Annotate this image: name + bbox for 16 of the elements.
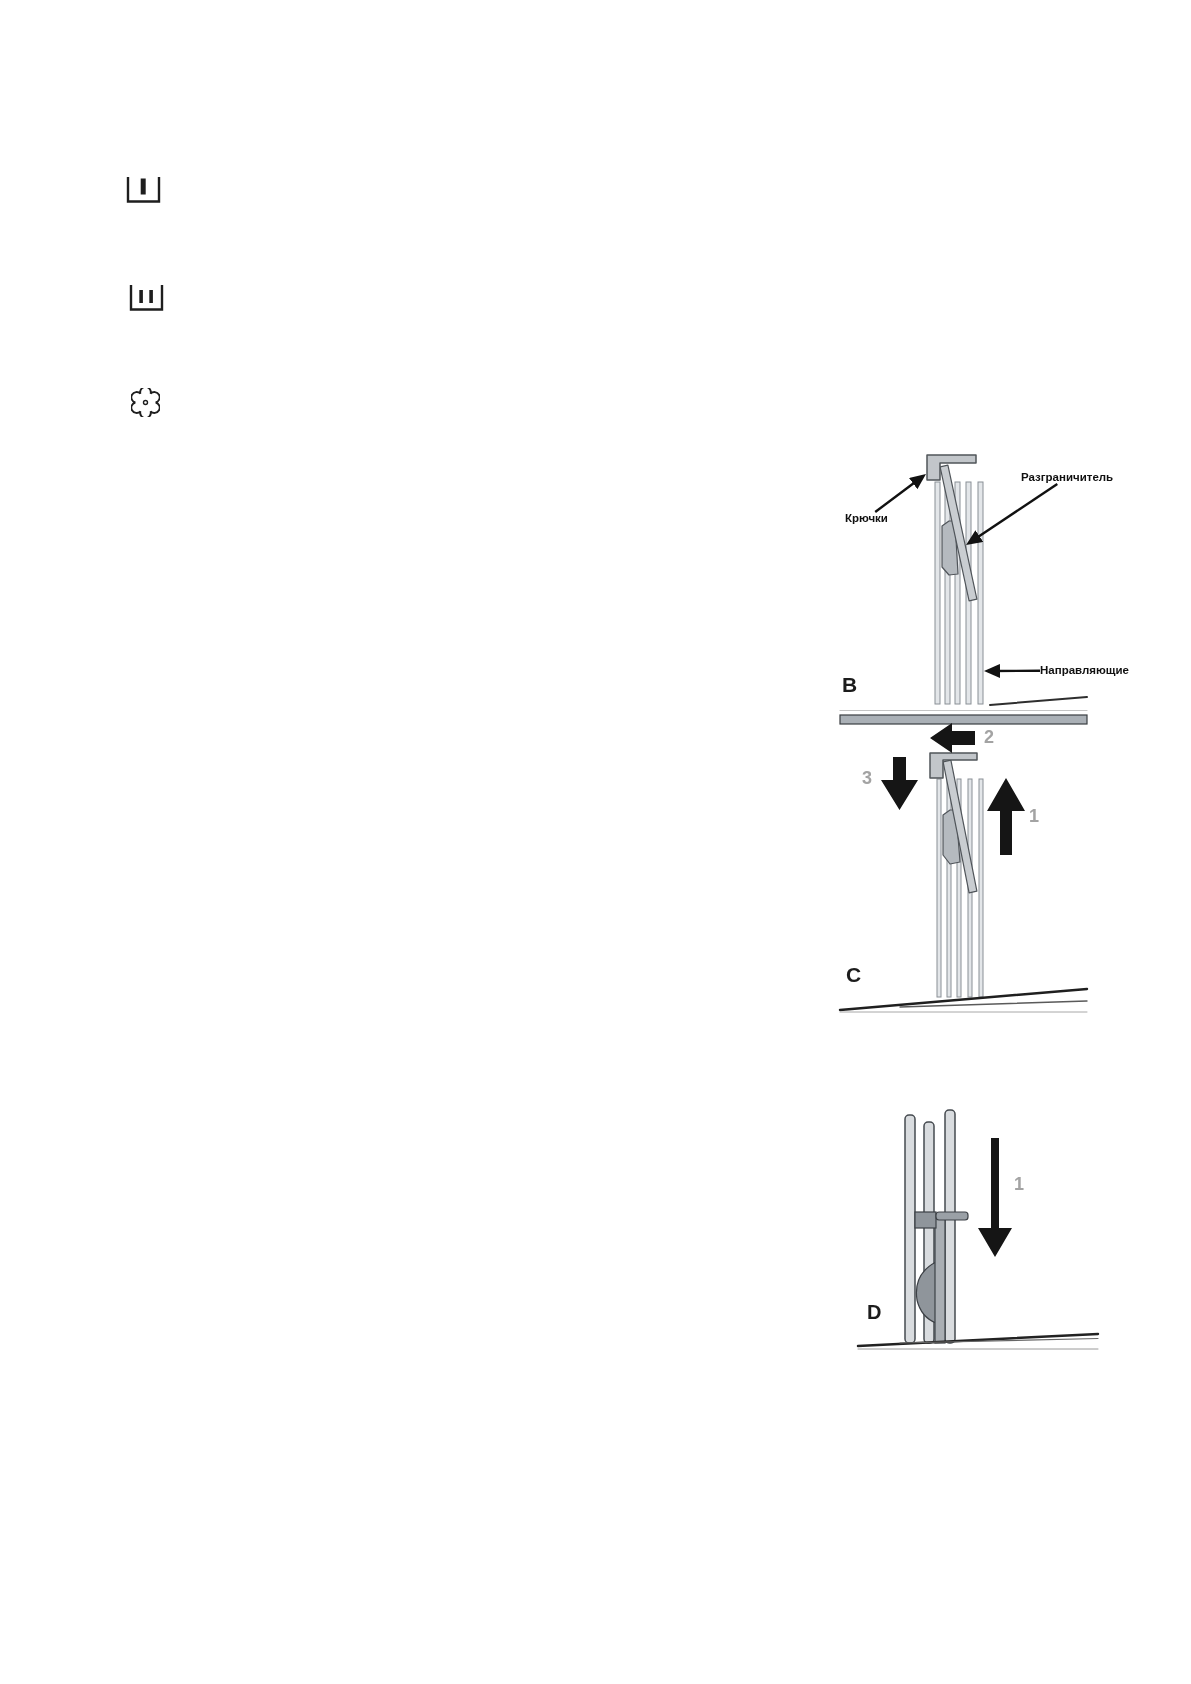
part-label: Разграничитель xyxy=(1021,471,1114,484)
hook-part xyxy=(926,454,977,481)
guide-rods xyxy=(934,481,984,705)
panel-letter: C xyxy=(846,964,862,985)
panel-letter: D xyxy=(867,1302,882,1322)
leader-line xyxy=(984,663,1040,678)
leader-line xyxy=(874,474,926,513)
step-number: 1 xyxy=(1014,1175,1024,1193)
leader-line xyxy=(966,483,1058,546)
part-label: Крючки xyxy=(845,512,888,525)
step-number: 1 xyxy=(1029,807,1039,825)
panel-letter: B xyxy=(842,674,858,695)
step-number: 3 xyxy=(862,769,872,787)
step-number: 2 xyxy=(984,728,994,746)
latch-bar xyxy=(939,464,978,602)
part-label: Направляющие xyxy=(1040,664,1129,677)
